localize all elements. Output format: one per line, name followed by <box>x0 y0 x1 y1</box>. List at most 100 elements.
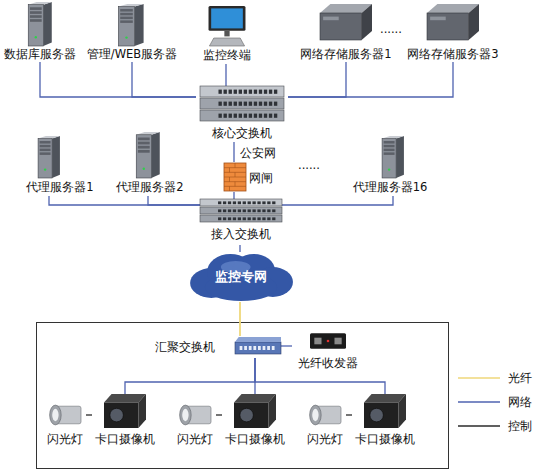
transceiver-body <box>310 333 346 348</box>
device-label: 闪光灯 <box>174 432 216 446</box>
switch-port <box>244 114 247 118</box>
device-icon <box>49 404 81 426</box>
monitor-screen <box>211 8 243 28</box>
switch-port <box>228 209 231 212</box>
device-icon <box>234 394 276 428</box>
device-illustration <box>224 163 246 191</box>
server-side <box>151 132 159 178</box>
network-link <box>216 414 222 415</box>
brick-joint <box>235 182 236 187</box>
switch-port <box>263 346 266 350</box>
switch-port <box>249 90 252 94</box>
switch-port <box>267 209 270 212</box>
legend-sample <box>458 377 500 379</box>
camera-body <box>364 403 398 429</box>
drive-bay <box>120 13 133 16</box>
drive-bay <box>138 146 150 149</box>
switch-port <box>272 346 275 350</box>
storage-side <box>362 4 372 40</box>
switch-port <box>223 201 226 204</box>
device-label: 光纤收发器 <box>292 356 364 370</box>
camera-side <box>398 394 406 428</box>
device-illustration <box>209 6 246 46</box>
server-top <box>28 2 52 5</box>
legend-sample <box>458 425 500 427</box>
legend-text: 光纤 <box>508 371 532 385</box>
device-label: 代理服务器2 <box>110 180 190 194</box>
device-icon <box>200 199 282 223</box>
switch-port <box>262 217 265 220</box>
camera-side <box>138 394 146 428</box>
switch-port <box>218 90 221 94</box>
device-icon <box>26 2 54 46</box>
switch-port <box>229 114 232 118</box>
switch-port <box>257 217 260 220</box>
switch-port <box>264 114 267 118</box>
switch-port <box>218 209 221 212</box>
power-led <box>125 36 127 38</box>
switch-port <box>249 346 252 350</box>
device-illustration <box>200 86 284 121</box>
device-illustration <box>310 333 346 348</box>
device-icon <box>36 136 62 178</box>
brick-joint <box>235 163 236 168</box>
switch-port <box>223 217 226 220</box>
drive-bay <box>120 9 133 12</box>
device-illustration <box>427 4 479 40</box>
device-illustration <box>28 2 52 46</box>
status-led <box>327 340 330 343</box>
lamp-lens <box>52 409 58 421</box>
switch-port <box>262 209 265 212</box>
power-led <box>388 168 390 170</box>
device-label: 卡口摄像机 <box>92 432 158 446</box>
device-label: 监控终端 <box>200 48 254 62</box>
storage-panel <box>430 17 446 21</box>
switch-chassis <box>200 207 282 214</box>
annotation-text: 公安网 <box>240 146 276 160</box>
switch-port <box>269 90 272 94</box>
device-illustration <box>235 337 281 354</box>
switch-port <box>249 114 252 118</box>
network-link <box>40 62 196 97</box>
device-label: 代理服务器1 <box>20 180 100 194</box>
monitor-bezel <box>209 6 246 31</box>
device-node: 核心交换机 <box>196 86 288 142</box>
camera-lens <box>240 408 254 422</box>
device-label: 闪光灯 <box>304 432 346 446</box>
device-icon <box>179 404 211 426</box>
switch-chassis <box>200 98 284 109</box>
switch-port <box>243 209 246 212</box>
drive-bay <box>40 149 51 152</box>
device-illustration <box>136 132 160 178</box>
device-node: 网络存储服务器3 <box>405 2 501 62</box>
server-front <box>136 135 151 178</box>
switch-port <box>267 201 270 204</box>
switch-port <box>252 217 255 220</box>
drive-bay <box>40 141 51 144</box>
switch-port <box>218 217 221 220</box>
switch-chassis <box>200 86 284 97</box>
switch-port <box>243 217 246 220</box>
switch-port <box>264 90 267 94</box>
switch-port <box>253 346 256 350</box>
device-label: 网络存储服务器1 <box>300 47 392 61</box>
device-illustration <box>118 4 143 46</box>
network-link <box>233 192 234 199</box>
power-led <box>35 36 37 38</box>
switch-port <box>262 201 265 204</box>
network-link <box>225 64 226 86</box>
switch-port <box>224 90 227 94</box>
switch-port <box>234 102 237 106</box>
device-icon <box>104 394 146 428</box>
device-icon <box>134 132 162 178</box>
power-led <box>143 168 145 170</box>
device-label: 核心交换机 <box>196 126 288 140</box>
network-link <box>239 302 241 336</box>
switch-port <box>238 217 241 220</box>
device-node: 网络存储服务器1 <box>300 2 392 62</box>
device-node: 卡口摄像机 <box>92 394 158 446</box>
switch-port <box>272 217 275 220</box>
device-icon <box>364 394 406 428</box>
